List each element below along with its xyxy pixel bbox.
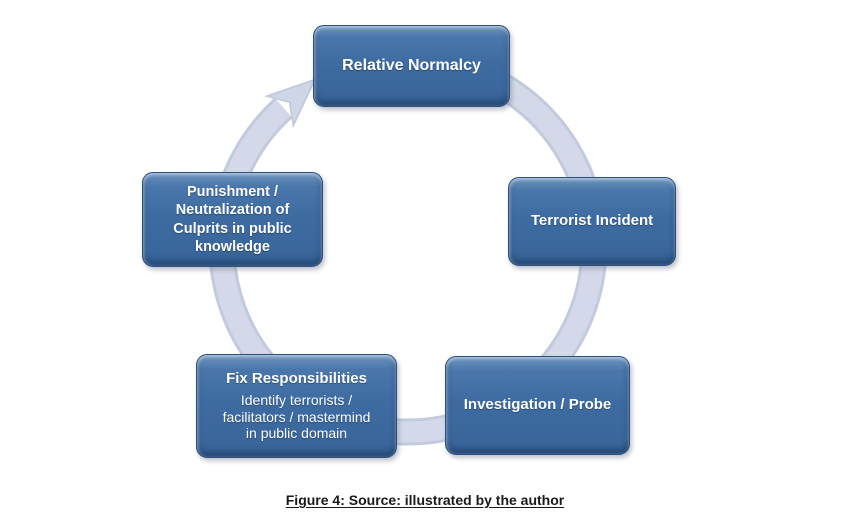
node-label: Punishment / Neutralization of Culprits …	[173, 184, 292, 255]
figure-caption: Figure 4: Source: illustrated by the aut…	[0, 492, 850, 510]
cycle-node-relative-normalcy: Relative Normalcy	[313, 25, 510, 107]
node-label: Relative Normalcy	[342, 57, 481, 74]
cycle-node-terrorist-incident: Terrorist Incident	[508, 177, 676, 266]
figure-caption-text: Figure 4: Source: illustrated by the aut…	[285, 492, 565, 508]
cycle-node-punishment-neutralization: Punishment / Neutralization of Culprits …	[142, 172, 323, 267]
node-label: Investigation / Probe	[463, 396, 612, 414]
cycle-node-fix-responsibilities: Fix Responsibilities Identify terrorists…	[196, 354, 397, 458]
cycle-node-investigation-probe: Investigation / Probe	[445, 356, 630, 455]
node-label: Terrorist Incident	[530, 212, 654, 230]
node-label: Fix Responsibilities	[226, 370, 367, 388]
node-sublabel: Identify terrorists / facilitators / mas…	[222, 392, 371, 442]
